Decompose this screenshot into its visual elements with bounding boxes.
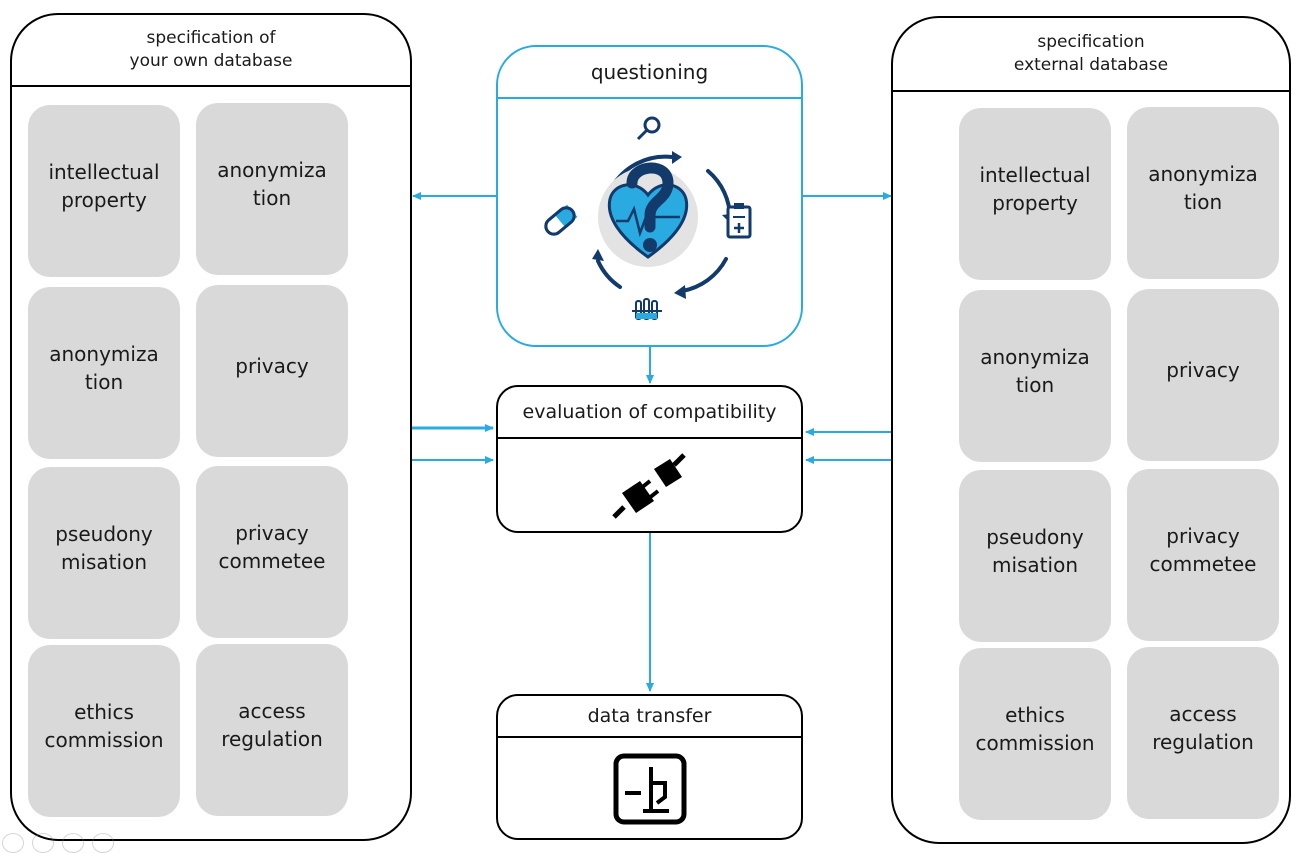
own-tile-privacy-commetee: privacy commetee [196,466,348,638]
own-tile-ethics-commission: ethics commission [28,645,180,817]
ext-tile-anonymization-1: anonymiza tion [1127,107,1279,279]
own-tile-pseudonymisation: pseudony misation [28,467,180,639]
own-database-title-line1: specification of [146,28,276,48]
evaluation-box: evaluation of compatibility [496,385,803,533]
external-database-title-line1: specification [1037,32,1145,52]
plug-connect-icon [612,453,686,519]
ext-tile-ethics-commission: ethics commission [959,648,1111,820]
questioning-title: questioning [498,47,801,99]
pen-icon[interactable] [2,833,24,853]
evaluation-title: evaluation of compatibility [498,387,801,439]
questioning-box: questioning [496,45,803,347]
ext-tile-privacy: privacy [1127,289,1279,461]
ext-tile-anonymization-2: anonymiza tion [959,290,1111,462]
ext-tile-intellectual-property: intellectual property [959,108,1111,280]
external-database-header: specification external database [893,18,1289,92]
data-transfer-icon [613,753,687,825]
ext-tile-access-regulation: access regulation [1127,647,1279,819]
more-icon[interactable] [92,833,114,853]
heart-question-cycle-icon [544,116,752,320]
data-transfer-box: data transfer [496,694,803,840]
zoom-icon[interactable] [62,833,84,853]
slide-toolbar [2,833,114,853]
own-tile-access-regulation: access regulation [196,644,348,816]
ext-tile-pseudonymisation: pseudony misation [959,470,1111,642]
ext-tile-privacy-commetee: privacy commetee [1127,469,1279,641]
own-tile-privacy: privacy [196,285,348,457]
external-database-title-line2: external database [1013,55,1169,75]
own-tile-intellectual-property: intellectual property [28,105,180,277]
own-database-title-line2: your own database [129,51,293,71]
own-tile-anonymization-1: anonymiza tion [196,103,348,275]
data-transfer-title: data transfer [498,696,801,738]
slides-icon[interactable] [32,833,54,853]
own-tile-anonymization-2: anonymiza tion [28,287,180,459]
own-database-header: specification of your own database [12,15,410,87]
